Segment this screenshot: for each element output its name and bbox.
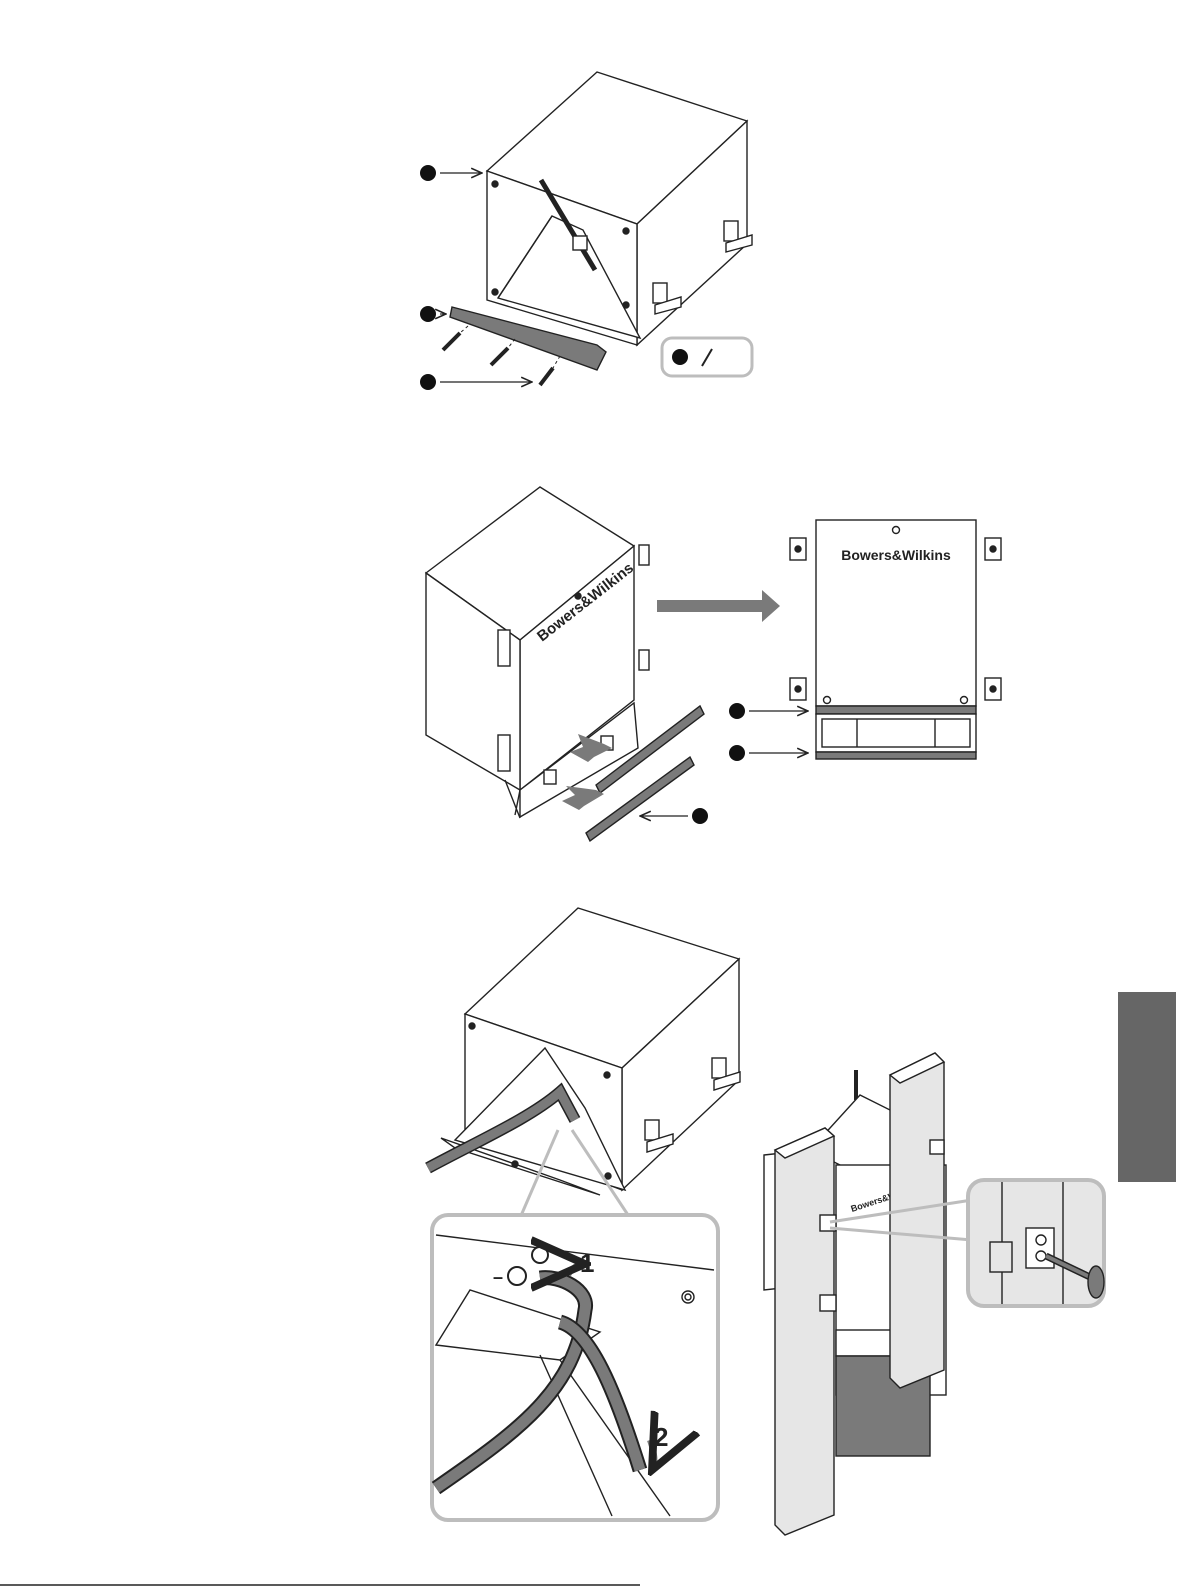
step-1-label: 1 xyxy=(580,1248,594,1278)
callout-dot-icon xyxy=(420,165,436,181)
step-2-label: 2 xyxy=(654,1422,668,1452)
figure-3-cabinet-cable xyxy=(441,908,740,1195)
figure-2-cabinet-side-trim: Bowers&Wilkins xyxy=(426,487,704,841)
callout-dot-icon xyxy=(729,703,745,719)
figure-2-front-elevation: Bowers&Wilkins xyxy=(790,520,1001,759)
figure-3-installed-in-wall: Bowers&Wilkins xyxy=(764,1053,946,1535)
callout-dot-icon xyxy=(420,306,436,322)
terminal-detail-inset: – 1 2 xyxy=(432,1215,718,1520)
callout-dot-icon xyxy=(692,808,708,824)
brand-logo-text: Bowers&Wilkins xyxy=(841,547,951,563)
callout-dot-icon xyxy=(420,374,436,390)
callout-dot-icon xyxy=(729,745,745,761)
screw-detail-inset xyxy=(968,1180,1104,1306)
section-side-tab xyxy=(1118,992,1176,1182)
polarity-mark: – xyxy=(493,1267,503,1287)
hardware-legend-box xyxy=(662,338,752,376)
callout-dot-icon xyxy=(672,349,688,365)
